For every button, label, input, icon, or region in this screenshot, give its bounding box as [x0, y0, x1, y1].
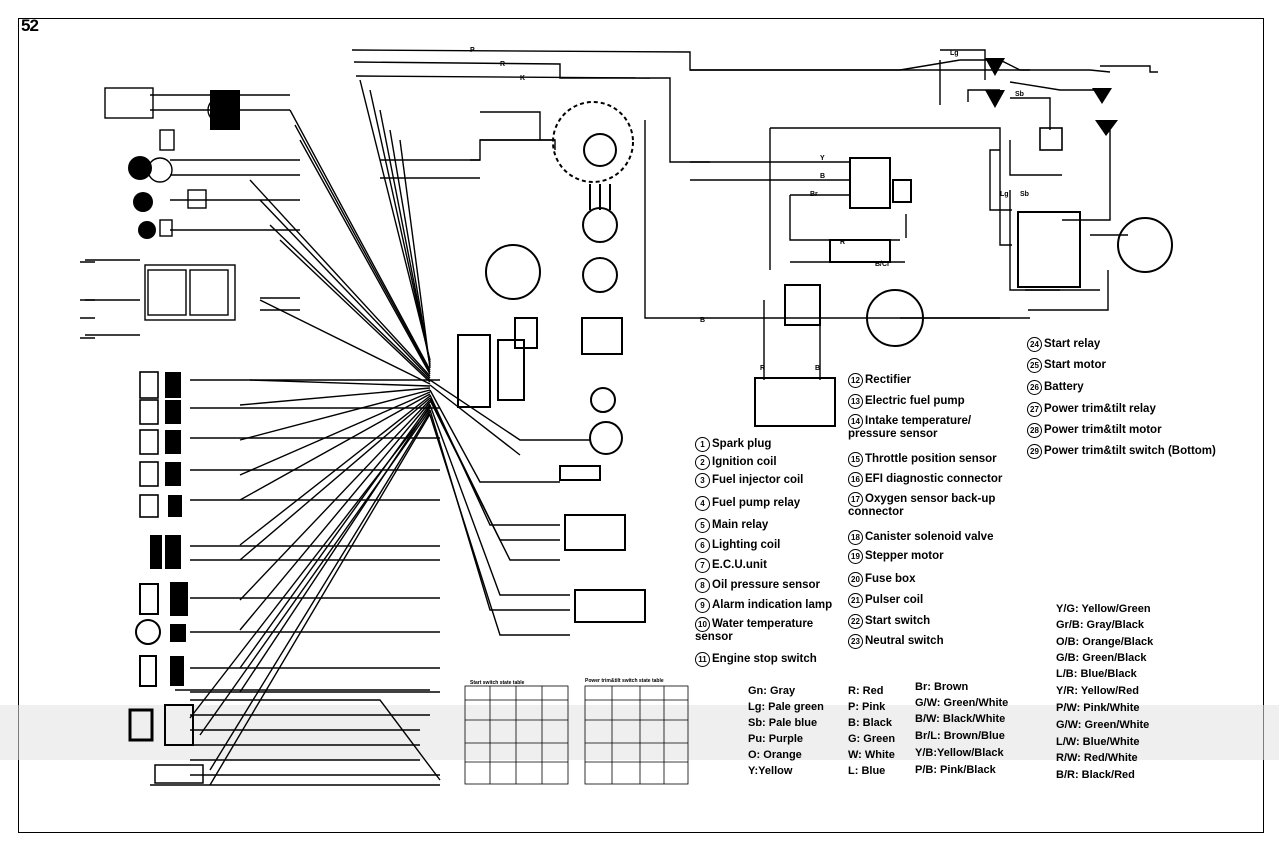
oil-pressure-sensor	[589, 421, 623, 455]
color-code: L: Blue	[848, 765, 886, 777]
color-code: G/B: Green/Black	[1056, 652, 1147, 664]
rectifier-box	[581, 317, 623, 355]
svg-text:Br: Br	[810, 191, 818, 198]
trim-motor	[1117, 217, 1173, 273]
color-code: B/R: Black/Red	[1056, 769, 1135, 781]
color-code: P: Pink	[848, 701, 886, 713]
battery	[754, 377, 836, 427]
diagram-frame: 52	[18, 16, 1264, 833]
color-code: O: Orange	[748, 749, 802, 761]
color-code: Br/L: Brown/Blue	[915, 730, 1005, 742]
color-code: Lg: Pale green	[748, 701, 824, 713]
start-motor	[866, 289, 924, 347]
color-code: Sb: Pale blue	[748, 717, 818, 729]
fuse-box	[784, 284, 821, 326]
trim-switch-table	[584, 685, 689, 785]
svg-text:Sb: Sb	[1020, 191, 1029, 198]
start-switch-table	[464, 685, 569, 785]
svg-text:Start switch state table: Start switch state table	[470, 680, 525, 686]
svg-text:R: R	[840, 239, 845, 246]
wire-p-top	[351, 49, 1030, 71]
svg-text:Sb: Sb	[1015, 91, 1024, 98]
color-code: W: White	[848, 749, 895, 761]
color-code: Y/R: Yellow/Red	[1056, 685, 1139, 697]
color-code: B/W: Black/White	[915, 713, 1006, 725]
svg-text:Y: Y	[820, 155, 825, 162]
svg-text:R: R	[500, 61, 505, 68]
color-code: Gn: Gray	[748, 685, 796, 697]
svg-text:K: K	[520, 75, 525, 82]
canister-valve	[829, 239, 891, 263]
pulser-coil	[582, 207, 618, 243]
color-code: R: Red	[848, 685, 884, 697]
svg-text:Lg: Lg	[950, 50, 959, 57]
svg-text:Lg: Lg	[1000, 191, 1009, 198]
wire-k-top	[355, 75, 651, 79]
svg-text:B: B	[820, 173, 825, 180]
color-code: Y/G: Yellow/Green	[1056, 603, 1151, 615]
svg-text:P: P	[470, 47, 475, 54]
svg-text:B/Cr: B/Cr	[875, 261, 890, 268]
svg-text:Power trim&tilt switch state t: Power trim&tilt switch state table	[585, 678, 664, 684]
color-code: L/B: Blue/Black	[1056, 668, 1137, 680]
start-switch	[849, 157, 891, 209]
color-code: Br: Brown	[915, 681, 969, 693]
color-code: B: Black	[848, 717, 893, 729]
throttle-position-sensor	[485, 244, 541, 300]
color-code: Gr/B: Gray/Black	[1056, 619, 1145, 631]
color-code: P/B: Pink/Black	[915, 764, 996, 776]
color-code: G: Green	[848, 733, 896, 745]
color-code: R/W: Red/White	[1056, 752, 1138, 764]
alarm-lamp-box	[104, 87, 154, 119]
color-code: Pu: Purple	[748, 733, 804, 745]
color-code: G/W: Green/White	[1056, 719, 1150, 731]
trim-relay	[1017, 211, 1081, 288]
svg-text:B: B	[815, 365, 820, 372]
ignition-coil-box	[144, 264, 236, 321]
color-code: L/W: Blue/White	[1056, 736, 1140, 748]
svg-text:R: R	[760, 365, 765, 372]
lighting-coil	[552, 101, 634, 183]
color-code: G/W: Green/White	[915, 697, 1009, 709]
page-number: 52	[21, 16, 39, 35]
color-code: P/W: Pink/White	[1056, 702, 1140, 714]
color-code: O/B: Orange/Black	[1056, 636, 1154, 648]
color-code: Y:Yellow	[748, 765, 793, 777]
ecu-block	[457, 334, 491, 408]
color-code: Y/B:Yellow/Black	[915, 747, 1004, 759]
svg-text:B: B	[700, 317, 705, 324]
